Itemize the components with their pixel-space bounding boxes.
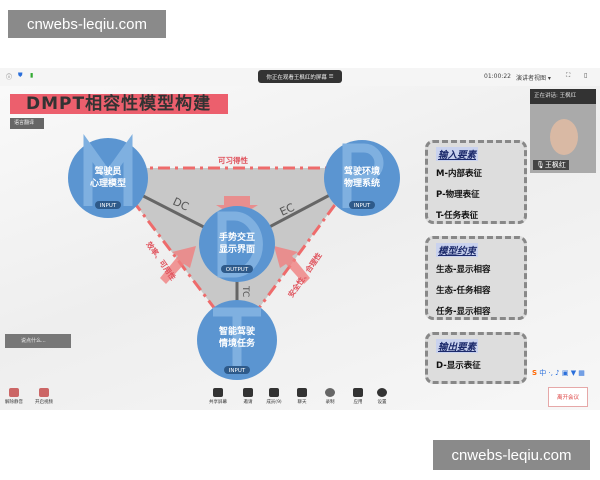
node-m-letter-glyph (83, 133, 133, 206)
members-button[interactable]: 成员(9) (262, 388, 286, 405)
layout-icon[interactable]: ▯ (584, 72, 588, 79)
chat-button[interactable]: 聊天 (290, 388, 314, 405)
model-constraints-box: 模型约束 生态-显示相容 生态-任务相容 任务-显示相容 (425, 236, 527, 320)
box-item: P-物理表征 (436, 190, 480, 200)
box-item: D-显示表征 (436, 361, 481, 371)
screen-icon (213, 388, 223, 397)
node-m-label1: 驾驶员 (94, 165, 121, 177)
arrow-right (274, 246, 310, 284)
node-d-tag: OUTPUT (226, 267, 249, 273)
watermark-bottom: cnwebs-leqiu.com (433, 440, 590, 470)
arrow-left (160, 246, 196, 284)
speaker-name: 🎙王枫红 (533, 160, 569, 170)
viewing-banner: 你正在观看王枫红的屏幕 ☰ (258, 70, 342, 83)
mute-label: 解除静音 (5, 400, 23, 405)
shared-screen: ⓘ ⛊ ▮ 你正在观看王枫红的屏幕 ☰ 01:00:22 演讲者视图 ▾ ⛶ ▯… (0, 68, 600, 410)
box-heading: 模型约束 (436, 243, 479, 257)
view-label: 演讲者视图 (516, 75, 547, 82)
signal-icon[interactable]: ▮ (30, 72, 34, 79)
video-label: 开启视频 (35, 400, 53, 405)
speaker-video[interactable]: 正在讲话: 王枫红 🎙王枫红 (530, 89, 596, 173)
box-item: 生态-显示相容 (436, 265, 491, 275)
gear-icon (377, 388, 387, 397)
node-m-label2: 心理模型 (90, 177, 126, 189)
info-icon[interactable]: ⓘ (6, 74, 13, 81)
link-tc-label: TC (240, 285, 250, 297)
chat-input[interactable]: 说点什么... (5, 334, 71, 348)
node-t-label2: 情境任务 (218, 337, 256, 349)
banner-text: 你正在观看王枫红的屏幕 (266, 74, 327, 81)
link-ec-label: EC (278, 201, 297, 219)
settings-button[interactable]: 设置 (370, 388, 394, 405)
meeting-toolbar: 解除静音 开启视频 共享屏幕 邀请 成员(9) 聊天 录制 应用 设置 (0, 386, 600, 410)
meeting-topbar: ⓘ ⛊ ▮ 你正在观看王枫红的屏幕 ☰ 01:00:22 演讲者视图 ▾ ⛶ ▯ (0, 68, 600, 86)
ime-toolbar[interactable]: S 中 ·, ♪ ▣ ▼ ▦ (532, 369, 585, 377)
view-switch[interactable]: 演讲者视图 ▾ (516, 75, 551, 82)
watermark-top: cnwebs-leqiu.com (8, 10, 166, 38)
apps-icon (353, 388, 363, 397)
node-d-label1: 手势交互 (219, 231, 255, 243)
node-t-tag: INPUT (229, 368, 246, 374)
record-label: 录制 (325, 400, 335, 405)
box-item: 任务-显示相容 (436, 307, 491, 317)
members-icon (269, 388, 279, 397)
output-elements-box: 输出要素 D-显示表征 (425, 332, 527, 384)
settings-label: 设置 (377, 400, 387, 405)
triangle-dashed-border (104, 166, 365, 341)
node-m-tag: INPUT (100, 203, 117, 209)
apps-button[interactable]: 应用 (346, 388, 370, 405)
node-t (197, 300, 277, 380)
node-p-tag: INPUT (354, 203, 371, 209)
node-t-letter-glyph (213, 307, 261, 372)
box-heading: 输入要素 (436, 147, 479, 161)
node-p-label1: 驾驶环境 (344, 165, 380, 177)
box-item: T-任务表征 (436, 211, 479, 221)
box-heading: 输出要素 (436, 339, 479, 353)
speaker-name-text: 王枫红 (544, 161, 566, 169)
node-p-label2: 物理系统 (344, 177, 380, 189)
node-t-label1: 智能驾驶 (219, 325, 256, 337)
chat-label: 聊天 (297, 400, 307, 405)
camera-off-icon (39, 388, 49, 397)
link-dc-label: DC (171, 195, 191, 214)
fullscreen-icon[interactable]: ⛶ (566, 72, 571, 79)
speaker-face (550, 119, 578, 155)
speaker-tag: 语言翻译 (10, 118, 44, 129)
node-d-label2: 显示界面 (219, 244, 255, 255)
apps-label: 应用 (353, 400, 363, 405)
node-p (324, 140, 400, 216)
video-button[interactable]: 开启视频 (32, 388, 56, 405)
invite-icon (243, 388, 253, 397)
invite-label: 邀请 (243, 400, 253, 405)
box-item: M-内部表征 (436, 169, 482, 179)
share-screen-button[interactable]: 共享屏幕 (206, 388, 230, 405)
mute-button[interactable]: 解除静音 (2, 388, 26, 405)
node-p-letter-glyph (342, 143, 384, 208)
input-elements-box: 输入要素 M-内部表征 P-物理表征 T-任务表征 (425, 140, 527, 224)
box-item: 生态-任务相容 (436, 286, 491, 296)
invite-button[interactable]: 邀请 (236, 388, 260, 405)
edge-top-label: 可习得性 (218, 155, 248, 165)
node-m (68, 133, 148, 218)
speaking-indicator: 正在讲话: 王枫红 (530, 89, 596, 104)
meeting-time: 01:00:22 (484, 73, 511, 80)
mic-off-icon (9, 388, 19, 397)
record-button[interactable]: 录制 (318, 388, 342, 405)
slide-title: DMPT相容性模型构建 (10, 94, 228, 114)
members-label: 成员(9) (266, 400, 282, 405)
chat-icon (297, 388, 307, 397)
share-label: 共享屏幕 (209, 400, 227, 405)
record-icon (325, 388, 335, 397)
shield-icon[interactable]: ⛊ (18, 72, 23, 79)
leave-meeting-button[interactable]: 离开会议 (548, 387, 588, 407)
